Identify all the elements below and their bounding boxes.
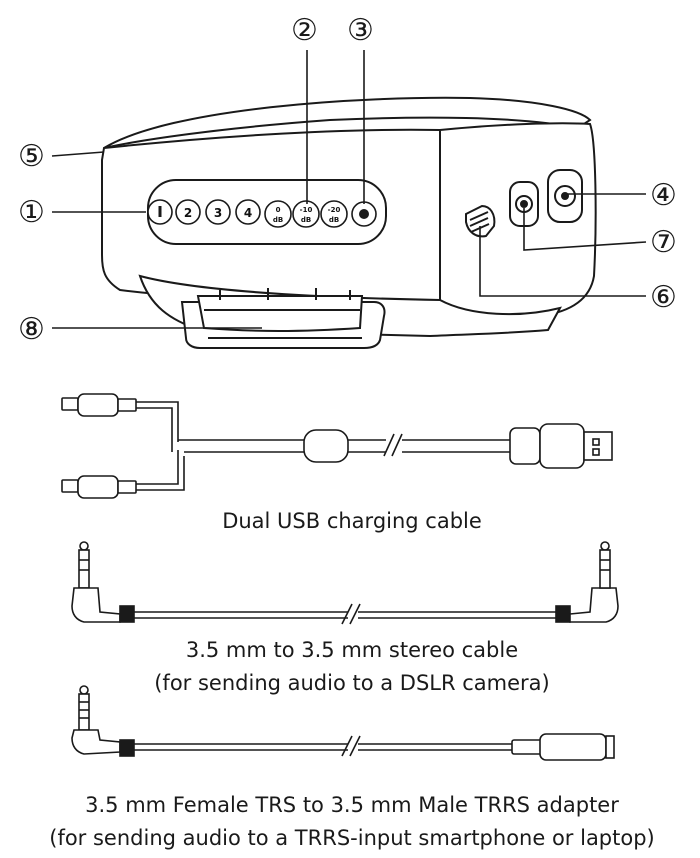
leader-5 bbox=[51, 151, 105, 157]
trs-female-jack bbox=[539, 733, 607, 761]
callout-1: ① bbox=[18, 195, 45, 230]
stereo-cable bbox=[71, 541, 619, 625]
caption-stereo-line1: 3.5 mm to 3.5 mm stereo cable bbox=[186, 638, 518, 662]
micro-usb-plug-top bbox=[61, 397, 79, 411]
callout-4: ④ bbox=[650, 178, 677, 213]
led-0db-bot: dB bbox=[273, 216, 283, 224]
callout-2: ② bbox=[291, 13, 318, 48]
led-4 bbox=[235, 199, 261, 225]
ferrite-bead bbox=[303, 429, 349, 463]
caption-stereo-line2: (for sending audio to a DSLR camera) bbox=[154, 671, 550, 695]
trrs-male-plug bbox=[71, 729, 121, 755]
led-minus10db-top: -10 bbox=[300, 206, 313, 214]
right-angle-plug-left bbox=[71, 587, 121, 623]
callout-5: ⑤ bbox=[18, 139, 45, 174]
usb-a-plug bbox=[509, 427, 541, 465]
callout-3: ③ bbox=[347, 13, 374, 48]
caption-adapter-line1: 3.5 mm Female TRS to 3.5 mm Male TRRS ad… bbox=[85, 793, 619, 817]
callout-7: ⑦ bbox=[650, 225, 677, 260]
led-minus10db bbox=[292, 200, 320, 228]
led-0db bbox=[264, 200, 292, 228]
dual-usb-cable bbox=[61, 393, 613, 499]
led-minus20db bbox=[320, 200, 348, 228]
side-button-4 bbox=[547, 169, 583, 223]
right-angle-plug-right bbox=[569, 587, 619, 623]
leader-7 bbox=[523, 208, 647, 251]
trrs-adapter-cable bbox=[71, 685, 615, 761]
led-minus10db-bot: dB bbox=[301, 216, 311, 224]
caption-dual-usb: Dual USB charging cable bbox=[222, 509, 482, 533]
led-minus20db-top: -20 bbox=[328, 206, 341, 214]
gain-button-dot bbox=[359, 209, 369, 219]
led-3-label: 3 bbox=[214, 206, 222, 220]
micro-usb-plug-bottom bbox=[61, 479, 79, 493]
callouts: ① ② ③ ④ ⑤ ⑥ ⑦ ⑧ bbox=[18, 13, 677, 347]
led-indicators: 2 3 4 0 dB -10 dB -20 dB bbox=[147, 199, 377, 228]
led-minus20db-bot: dB bbox=[329, 216, 339, 224]
led-2 bbox=[175, 199, 201, 225]
led-0db-top: 0 bbox=[276, 206, 281, 214]
led-2-label: 2 bbox=[184, 206, 192, 220]
receiver-device bbox=[101, 96, 597, 349]
callout-6: ⑥ bbox=[650, 280, 677, 315]
leader-6 bbox=[479, 226, 646, 297]
led-power-dot bbox=[158, 206, 162, 217]
led-3 bbox=[205, 199, 231, 225]
callout-leaders bbox=[51, 50, 647, 329]
caption-adapter-line2: (for sending audio to a TRRS-input smart… bbox=[49, 826, 655, 850]
callout-8: ⑧ bbox=[18, 312, 45, 347]
mount-clip bbox=[180, 288, 386, 349]
led-4-label: 4 bbox=[244, 206, 252, 220]
